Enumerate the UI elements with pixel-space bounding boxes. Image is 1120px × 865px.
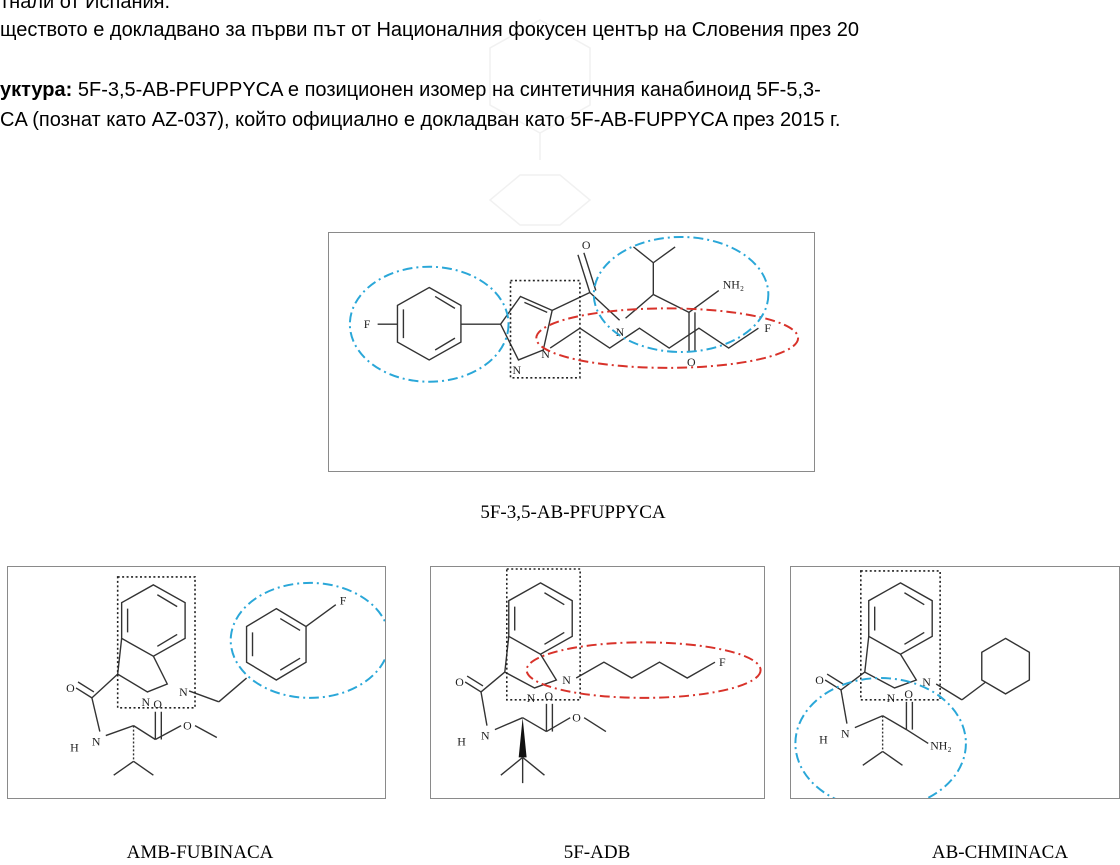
figure-5f-adb: N N F O N H O O (430, 566, 765, 799)
atom-f-a: F (340, 594, 347, 608)
atom-f-b: F (719, 655, 726, 669)
atom-o-c1: O (815, 673, 824, 687)
atom-n-2: N (541, 347, 550, 361)
structure-ab-chminaca: N N O N H O NH₂ (794, 570, 1031, 798)
atom-n-a2: N (179, 685, 188, 699)
atom-n-c2: N (922, 675, 931, 689)
structure-text: 5F-3,5-AB-PFUPPYCA е позиционен изомер н… (72, 79, 821, 101)
atom-o-b2: O (544, 689, 553, 703)
text-line-1: тнали от Испания. (0, 0, 171, 13)
atom-n-1: N (512, 363, 521, 377)
figure-amb-fubinaca: N N F O N H O O (7, 566, 386, 799)
figure-main: F N N F O N O NH₂ (328, 232, 815, 472)
atom-f-1: F (364, 317, 371, 331)
atom-nh2: NH₂ (723, 278, 744, 292)
atom-h-a: H (70, 740, 79, 754)
atom-h-b: H (457, 734, 466, 748)
atom-o-a1: O (66, 681, 75, 695)
atom-n-b3: N (481, 729, 490, 743)
atom-o-b1: O (455, 675, 464, 689)
structure-amb-fubinaca: N N F O N H O O (66, 576, 385, 776)
atom-o-a3: O (183, 719, 192, 733)
structure-main: F N N F O N O NH₂ (348, 235, 800, 383)
caption-amb-fubinaca: AMB-FUBINACA (126, 842, 274, 863)
atom-n-c3: N (841, 727, 850, 741)
caption-main: 5F-3,5-AB-PFUPPYCA (480, 502, 666, 523)
atom-o-1: O (582, 238, 591, 252)
atom-n-a3: N (92, 734, 101, 748)
atom-o-b3: O (572, 711, 581, 725)
atom-o-a2: O (153, 697, 162, 711)
atom-n-3: N (616, 325, 625, 339)
atom-o-2: O (687, 355, 696, 369)
atom-n-b1: N (527, 691, 536, 705)
caption-5f-adb: 5F-ADB (563, 842, 631, 863)
atom-nh2-c: NH₂ (930, 738, 951, 752)
atom-n-b2: N (562, 673, 571, 687)
atom-n-c1: N (887, 691, 896, 705)
structure-5f-adb: N N F O N H O O (455, 568, 762, 784)
atom-h-c: H (819, 732, 828, 746)
text-line-2: ществото е докладвано за първи път от На… (0, 19, 859, 41)
structure-label: уктура: (0, 79, 73, 101)
atom-o-c2: O (904, 687, 913, 701)
figure-ab-chminaca: N N O N H O NH₂ (790, 566, 1120, 799)
text-line-4: CA (познат като AZ-037), който официално… (0, 109, 841, 131)
text-line-3: уктура: 5F-3,5-AB-PFUPPYCA е позиционен … (0, 78, 821, 102)
caption-ab-chminaca: AB-CHMINACA (931, 842, 1069, 863)
atom-n-a1: N (141, 695, 150, 709)
atom-f-2: F (764, 321, 771, 335)
